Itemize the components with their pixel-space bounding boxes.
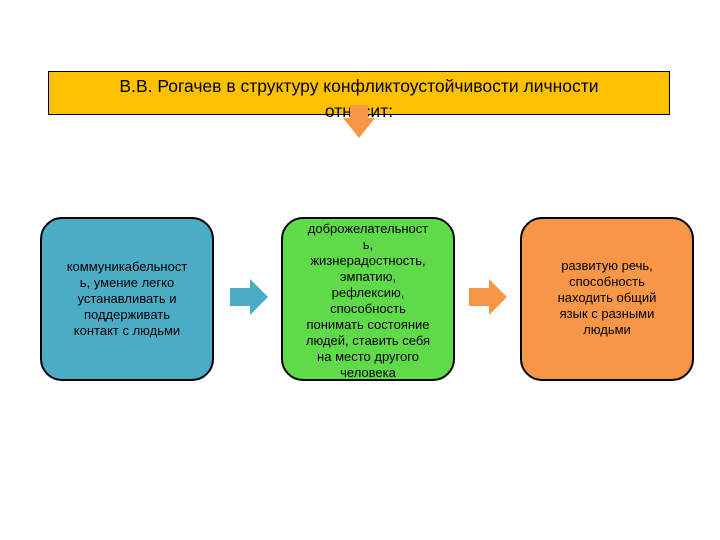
box-communication-text: коммуникабельност ь, умение легко устана… — [66, 259, 188, 338]
right-arrow-icon — [469, 279, 507, 315]
right-arrow-icon — [230, 279, 268, 315]
box-goodwill-text: доброжелательност ь, жизнерадостность, э… — [305, 221, 431, 380]
box-goodwill — [281, 217, 455, 381]
box-speech — [520, 217, 694, 381]
down-arrow-icon — [343, 105, 375, 138]
box-speech-text: развитую речь, способность находить общи… — [557, 258, 657, 337]
title-text: В.В. Рогачев в структуру конфликтоустойч… — [119, 76, 599, 121]
box-communication — [40, 217, 214, 381]
